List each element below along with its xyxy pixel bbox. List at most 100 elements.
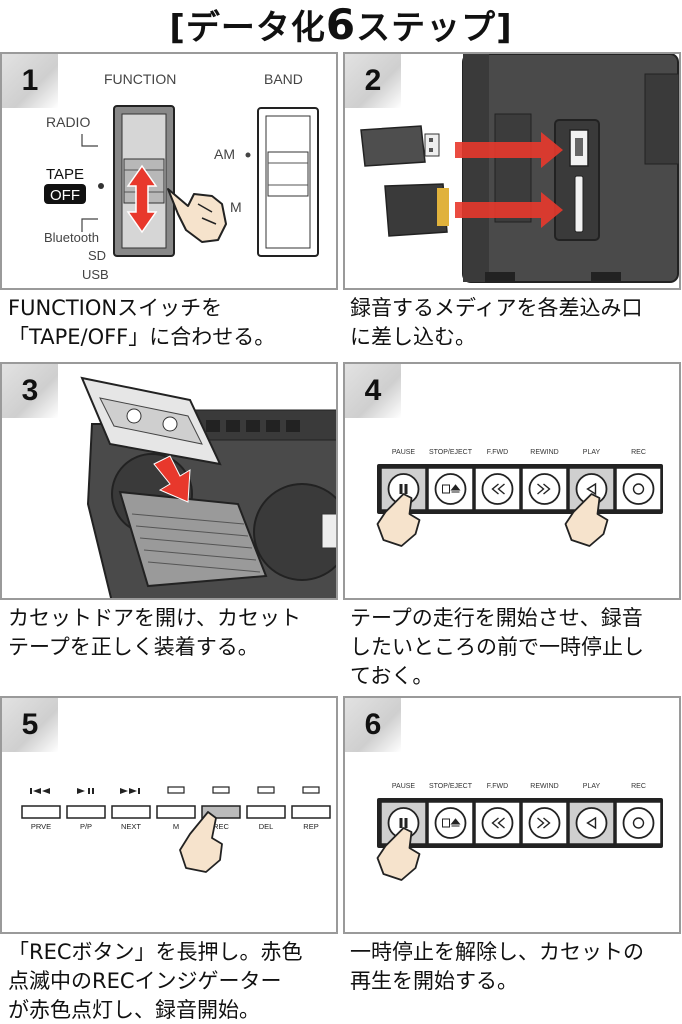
pause-icon [387,807,420,839]
function-label: FUNCTION [104,71,176,87]
caption-line: 再生を開始する。 [350,969,518,993]
deck-button-label: REC [631,783,646,790]
caption-line: 一時停止を解除し、カセットの [350,940,644,964]
front-button[interactable] [66,805,106,819]
arrow-down-icon [153,455,191,503]
front-button[interactable] [246,805,286,819]
deck-button-label: REWIND [530,783,558,790]
off-label: OFF [50,187,80,204]
rewind-icon [528,807,561,839]
bluetooth-label: Bluetooth [44,230,99,245]
deck-button-label: REC [631,449,646,456]
media-insert-illustration [360,54,679,283]
title-number: 6 [325,0,357,49]
step-2-caption: 録音するメディアを各差込み口 に差し込む。 [350,294,682,352]
title-close: ステップ] [356,8,513,48]
deck-buttons-illustration: PAUSE STOP/EJECT F.FWD REWIND PLAY REC [376,449,663,547]
tape-label: TAPE [46,166,84,183]
function-switch-illustration: FUNCTION BAND RADIO TAPE OFF Bluetooth S… [44,71,319,282]
step-5-caption: 「RECボタン」を長押し。赤色 点滅中のRECインジゲーター が赤色点灯し、録音… [8,938,342,1024]
caption-line: に差し込む。 [350,325,476,349]
indicator-icon [302,786,320,794]
caption-line: 「RECボタン」を長押し。赤色 [8,940,303,964]
front-button[interactable] [156,805,196,819]
caption-line: 録音するメディアを各差込み口 [350,296,643,320]
stop-eject-icon [434,807,467,839]
radio-label: RADIO [46,114,90,130]
cassette-insert-illustration [80,376,336,598]
fast-forward-icon [481,807,514,839]
front-button[interactable] [21,805,61,819]
front-button-label: M [173,822,179,831]
deck-button-label: PLAY [583,783,601,790]
deck-button-label: F.FWD [487,783,508,790]
usb-stick-icon [360,125,440,167]
step-1-caption: FUNCTIONスイッチを 「TAPE/OFF」に合わせる。 [8,294,342,352]
step-6-caption: 一時停止を解除し、カセットの 再生を開始する。 [350,938,682,996]
previous-icon [30,788,50,794]
caption-line: ておく。 [350,664,434,688]
step-number: 3 [2,364,58,418]
fm-label: M [230,199,242,215]
arrow-right-icon [455,192,563,228]
deck-button-label: PAUSE [392,783,416,790]
indicator-icon [212,786,230,794]
record-icon [622,807,655,839]
deck-button-label: STOP/EJECT [429,783,473,790]
caption-line: したいところの前で一時停止し [350,635,644,659]
caption-line: テープの走行を開始させ、録音 [350,606,643,630]
up-down-arrow-icon [126,164,158,234]
fast-forward-icon [481,473,514,505]
step-number: 2 [345,54,401,108]
deck-button-label: PAUSE [392,449,416,456]
rewind-icon [528,473,561,505]
stop-eject-icon [434,473,467,505]
step-2-panel: 2 [343,52,681,290]
hand-pointer-icon [376,827,421,881]
front-button-label: REP [303,822,318,831]
cassette-tape-icon [80,376,222,466]
deck-buttons-illustration: PAUSE STOP/EJECT F.FWD REWIND PLAY REC [376,783,663,881]
front-button-label: PRVE [31,822,51,831]
sd-card-icon [384,183,449,237]
front-button[interactable] [291,805,331,819]
am-label: AM [214,146,235,162]
front-button-label: P/P [80,822,92,831]
step-number: 5 [2,698,58,752]
hand-pointer-icon [564,493,609,547]
record-icon [622,473,655,505]
step-1-panel: FUNCTION BAND RADIO TAPE OFF Bluetooth S… [0,52,338,290]
deck-button-label: REWIND [530,449,558,456]
caption-line: 点滅中のRECインジゲーター [8,969,282,993]
deck-button-label: PLAY [583,449,601,456]
step-3-caption: カセットドアを開け、カセット テープを正しく装着する。 [8,604,342,662]
step-number: 4 [345,364,401,418]
deck-button-label: F.FWD [487,449,508,456]
caption-line: カセットドアを開け、カセット [8,606,301,630]
indicator-icon [257,786,275,794]
step-4-caption: テープの走行を開始させ、録音 したいところの前で一時停止し ておく。 [350,604,682,691]
page-title: [データ化6ステップ] [0,0,682,52]
front-button[interactable] [111,805,151,819]
step-6-panel: PAUSE STOP/EJECT F.FWD REWIND PLAY REC 6 [343,696,681,934]
caption-line: が赤色点灯し、録音開始。 [8,998,260,1022]
step-3-panel: 3 [0,362,338,600]
indicator-icon [167,786,185,794]
band-label: BAND [264,71,303,87]
hand-pointer-icon [179,811,223,873]
play-icon [575,807,608,839]
deck-button-label: STOP/EJECT [429,449,473,456]
title-open: [データ化 [169,8,326,48]
play-pause-icon [77,788,94,794]
caption-line: 「TAPE/OFF」に合わせる。 [8,325,276,349]
front-button-label: NEXT [121,822,141,831]
hand-pointer-icon [167,188,227,243]
usb-label: USB [82,267,109,282]
off-badge [44,184,86,204]
hand-pointer-icon [376,493,421,547]
arrow-right-icon [455,132,563,168]
sd-label: SD [88,248,106,263]
step-number: 6 [345,698,401,752]
next-icon [120,788,140,794]
